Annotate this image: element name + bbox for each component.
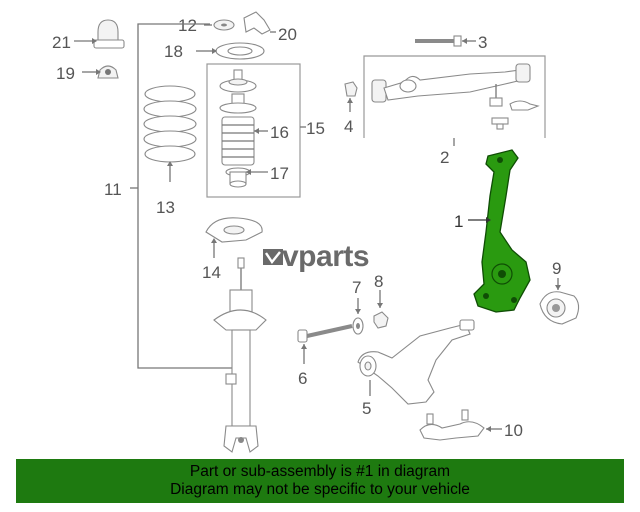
banner-line-2: Diagram may not be specific to your vehi…: [170, 481, 470, 498]
part-2-upper-control-arm[interactable]: [371, 63, 540, 130]
vparts-logo: vparts: [263, 240, 370, 273]
callout-2[interactable]: 2: [440, 148, 449, 167]
part-1-steering-knuckle[interactable]: [468, 149, 531, 313]
callout-18[interactable]: 18: [164, 42, 183, 61]
part-17-bump-stop[interactable]: [225, 167, 268, 188]
part-18-spring-seat[interactable]: [196, 42, 265, 60]
callout-14[interactable]: 14: [202, 263, 221, 282]
callout-17[interactable]: 17: [270, 164, 289, 183]
callout-6[interactable]: 6: [298, 369, 307, 388]
callout-9[interactable]: 9: [552, 259, 561, 278]
part-5-lower-control-arm[interactable]: [357, 319, 475, 405]
callout-7[interactable]: 7: [352, 278, 361, 297]
callout-16[interactable]: 16: [270, 123, 289, 142]
sub-assembly-15-box: [206, 63, 301, 198]
callout-19[interactable]: 19: [56, 64, 75, 83]
part-21-cap-nut[interactable]: [74, 19, 125, 49]
callout-1[interactable]: 1: [454, 212, 463, 231]
callout-4[interactable]: 4: [344, 117, 353, 136]
fitment-banner: Part or sub-assembly is #1 in diagram Di…: [16, 459, 624, 503]
part-3-bolt[interactable]: [415, 35, 476, 47]
callout-5[interactable]: 5: [362, 399, 371, 418]
part-14-spring-insulator[interactable]: [205, 217, 263, 258]
part-8-nut[interactable]: [373, 290, 389, 329]
part-11-strut-assembly[interactable]: [213, 257, 267, 453]
banner-line-1: Part or sub-assembly is #1 in diagram: [189, 463, 451, 480]
part-9-bushing[interactable]: [539, 278, 580, 325]
callout-8[interactable]: 8: [374, 272, 383, 291]
part-15-strut-mount[interactable]: [219, 69, 257, 114]
part-7-washer[interactable]: [352, 298, 364, 335]
part-4-nut[interactable]: [344, 81, 358, 112]
part-13-coil-spring[interactable]: [143, 85, 197, 182]
callout-21[interactable]: 21: [52, 33, 71, 52]
callout-11[interactable]: 11: [104, 180, 122, 199]
callout-20[interactable]: 20: [278, 25, 297, 44]
part-12-washer[interactable]: [204, 19, 235, 31]
part-16-dust-boot[interactable]: [221, 116, 268, 166]
part-10-ball-joint[interactable]: [419, 409, 502, 441]
callout-3[interactable]: 3: [478, 33, 487, 52]
part-6-bolt[interactable]: [297, 324, 353, 364]
callout-12[interactable]: 12: [178, 16, 197, 35]
callout-10[interactable]: 10: [504, 421, 523, 440]
part-20-bracket[interactable]: [243, 11, 276, 35]
callout-15[interactable]: 15: [306, 119, 325, 138]
part-19-nut[interactable]: [82, 65, 119, 79]
part-2-upper-arm-box: [363, 55, 546, 146]
callout-13[interactable]: 13: [156, 198, 175, 217]
logo-text: vparts: [282, 240, 369, 273]
